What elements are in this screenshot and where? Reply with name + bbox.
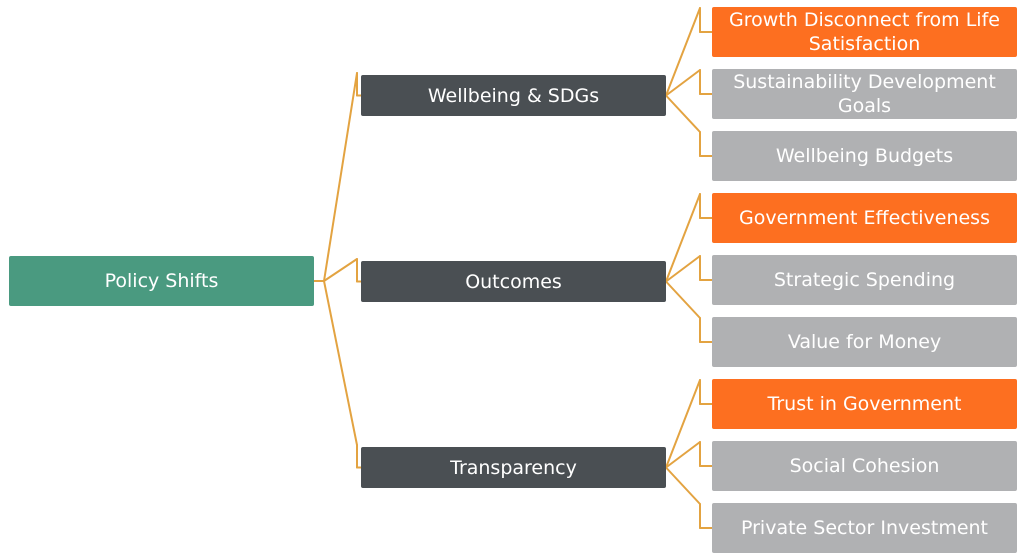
leaf-node-social-cohesion: Social Cohesion: [712, 441, 1017, 491]
branch-node-label: Wellbeing & SDGs: [427, 84, 600, 107]
branch-to-leaf-line: [665, 255, 701, 283]
branch-to-leaf-line: [665, 193, 701, 283]
leaf-node-wellbeing-budgets: Wellbeing Budgets: [712, 131, 1017, 181]
branch-to-leaf-line: [665, 94, 701, 133]
branch-to-leaf-line: [665, 379, 701, 469]
leaf-node-growth-disconnect: Growth Disconnect from Life Satisfaction: [712, 7, 1017, 57]
leaf-node-label: Wellbeing Budgets: [775, 145, 954, 167]
branch-to-leaf-line: [665, 280, 701, 319]
branch-to-leaf-line: [665, 441, 701, 469]
leaf-node-value-for-money: Value for Money: [712, 317, 1017, 367]
leaf-node-trust-in-government: Trust in Government: [712, 379, 1017, 429]
leaf-node-label: Private Sector Investment: [740, 517, 989, 539]
branch-node-wellbeing-sdgs: Wellbeing & SDGs: [361, 75, 666, 116]
leaf-node-label: Value for Money: [787, 331, 942, 353]
leaf-node-sustainability-goals: Sustainability Development Goals: [712, 69, 1017, 119]
leaf-node-label: Sustainability Development Goals: [733, 71, 996, 117]
branch-to-leaf-line: [665, 466, 701, 505]
branch-to-leaf-line: [665, 69, 701, 97]
root-to-branch-line: [323, 72, 358, 282]
branch-to-leaf-line: [665, 7, 701, 97]
branch-node-outcomes: Outcomes: [361, 261, 666, 302]
leaf-node-label: Trust in Government: [767, 393, 962, 415]
root-node-policy-shifts: Policy Shifts: [9, 256, 314, 306]
branch-node-label: Outcomes: [465, 270, 562, 293]
leaf-node-label: Growth Disconnect from Life Satisfaction: [729, 9, 1000, 55]
root-to-branch-line: [323, 280, 358, 446]
branch-node-label: Transparency: [450, 456, 577, 479]
leaf-node-label: Government Effectiveness: [739, 207, 990, 229]
leaf-node-government-effectiveness: Government Effectiveness: [712, 193, 1017, 243]
leaf-node-label: Strategic Spending: [773, 269, 956, 291]
leaf-node-label: Social Cohesion: [789, 455, 940, 477]
branch-node-transparency: Transparency: [361, 447, 666, 488]
leaf-node-strategic-spending: Strategic Spending: [712, 255, 1017, 305]
leaf-node-private-sector-investment: Private Sector Investment: [712, 503, 1017, 553]
root-to-branch-line: [323, 258, 358, 282]
root-node-label: Policy Shifts: [104, 270, 219, 292]
